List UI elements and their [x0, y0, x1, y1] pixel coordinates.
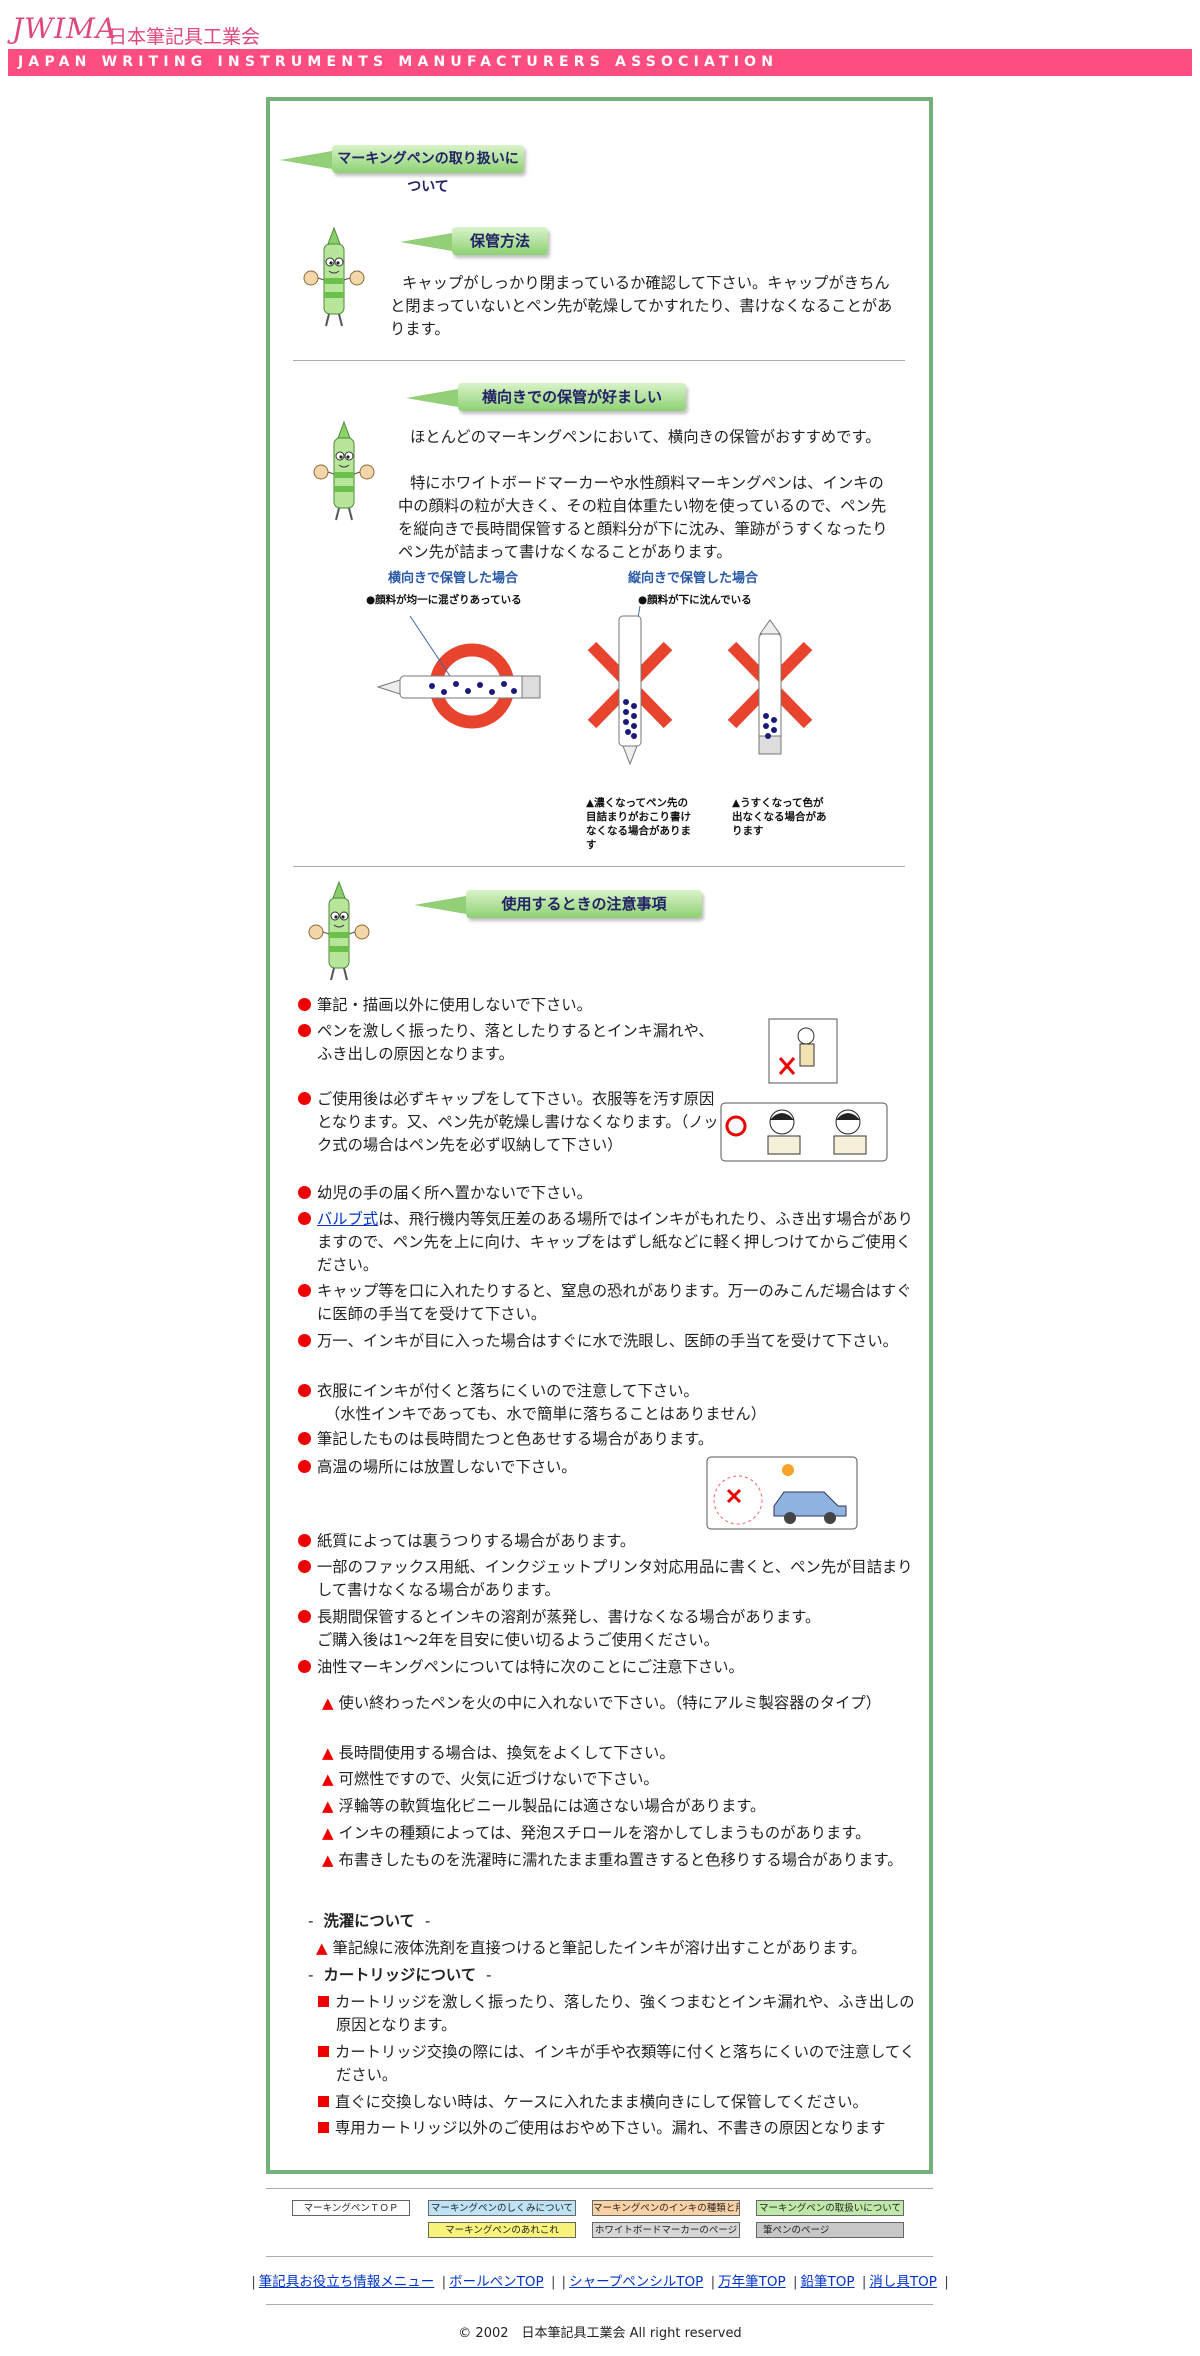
- divider: [266, 2304, 933, 2305]
- vertical-case-label: ●顔料が下に沈んでいる: [638, 594, 752, 606]
- list-item: 衣服にインキが付くと落ちにくいので注意して下さい。（水性インキであっても、水で簡…: [298, 1380, 913, 1426]
- org-name: 日本筆記具工業会: [108, 26, 261, 48]
- list-item: カートリッジを激しく振ったり、落したり、強くつまむとインキ漏れや、ふき出しの原因…: [318, 1991, 916, 2037]
- page-title: マーキングペンの取り扱いについて: [280, 145, 524, 195]
- horizontal-case-label: ●顔料が均一に混ざりあっている: [366, 594, 522, 606]
- storage-diagram: [376, 606, 813, 766]
- section-horizontal-tab: 横向きでの保管が好ましい: [406, 383, 686, 411]
- list-item: 筆記・描画以外に使用しないで下さい。: [298, 994, 898, 1017]
- list-item: 幼児の手の届く所へ置かないで下さい。: [298, 1182, 898, 1205]
- nav-brush-pen[interactable]: 筆ペンのページ: [756, 2222, 904, 2238]
- list-item: ▲布書きしたものを洗濯時に濡れたまま重ね置きすると色移りする場合があります。: [322, 1851, 903, 1869]
- nav-marking-pen-top[interactable]: マーキングペンＴＯＰ: [292, 2200, 410, 2216]
- association-banner: JAPAN WRITING INSTRUMENTS MANUFACTURERS …: [8, 49, 1192, 76]
- nav-whiteboard[interactable]: ホワイトボードマーカーのページ: [592, 2222, 740, 2238]
- link-pencil[interactable]: 鉛筆TOP: [800, 2274, 855, 2290]
- vertical-note-2: ▲うすくなって色が出なくなる場合があります: [732, 797, 827, 837]
- list-item: 長期間保管するとインキの溶剤が蒸発し、書けなくなる場合があります。ご購入後は1〜…: [298, 1606, 913, 1652]
- list-item: ご使用後は必ずキャップをして下さい。衣服等を汚す原因となります。又、ペン先が乾燥…: [298, 1088, 727, 1157]
- storage-text: キャップがしっかり閉まっているか確認して下さい。キャップがきちんと閉まっていない…: [390, 274, 893, 338]
- shaking-pen-illustration: [768, 1018, 838, 1084]
- list-item: 油性マーキングペンについては特に次のことにご注意下さい。: [298, 1656, 898, 1679]
- vertical-case-title: 縦向きで保管した場合: [628, 571, 759, 586]
- link-sharp-pencil[interactable]: シャープペンシルTOP: [569, 2274, 704, 2290]
- vertical-note-1: ▲濃くなってペン先の目詰まりがおこり書けなくなる場合があります: [586, 797, 691, 851]
- logo-text: JWIMA: [12, 12, 117, 45]
- hot-car-illustration: [706, 1456, 858, 1530]
- list-item: ▲浮輪等の軟質塩化ビニール製品には適さない場合があります。: [322, 1797, 766, 1815]
- list-item: 一部のファックス用紙、インクジェットプリンタ対応用品に書くと、ペン先が目詰まりし…: [298, 1556, 913, 1602]
- list-item: 高温の場所には放置しないで下さい。: [298, 1456, 698, 1479]
- horizontal-case-title: 横向きで保管した場合: [388, 571, 519, 586]
- divider: [266, 2188, 933, 2189]
- nav-misc[interactable]: マーキングペンのあれこれ: [428, 2222, 576, 2238]
- list-item: ▲使い終わったペンを火の中に入れないで下さい。（特にアルミ製容器のタイプ）: [322, 1694, 881, 1712]
- list-item: ペンを激しく振ったり、落としたりするとインキ漏れや、ふき出しの原因となります。: [298, 1020, 727, 1066]
- content-frame: [266, 97, 933, 2174]
- nav-ink-types[interactable]: マーキングペンのインキの種類と用途: [592, 2200, 740, 2216]
- capping-illustration: [720, 1102, 888, 1162]
- link-fountain-pen[interactable]: 万年筆TOP: [718, 2274, 786, 2290]
- section-storage-tab: 保管方法: [400, 227, 548, 255]
- list-item: 万一、インキが目に入った場合はすぐに水で洗眼し、医師の手当てを受けて下さい。: [298, 1330, 913, 1353]
- divider: [293, 866, 905, 867]
- link-menu[interactable]: 筆記具お役立ち情報メニュー: [258, 2274, 435, 2290]
- horizontal-text-1: ほとんどのマーキングペンにおいて、横向きの保管がおすすめです。: [410, 428, 881, 446]
- wash-heading: -洗濯について-: [308, 1912, 431, 1930]
- nav-handling[interactable]: マーキングペンの取扱いについて: [756, 2200, 904, 2216]
- pen-mascot-icon: [313, 420, 375, 521]
- section-usage-tab: 使用するときの注意事項: [414, 890, 702, 918]
- divider: [293, 360, 905, 361]
- list-item: ▲筆記線に液体洗剤を直接つけると筆記したインキが溶け出すことがあります。: [316, 1939, 867, 1957]
- copyright: © 2002 日本筆記具工業会 All right reserved: [458, 2326, 742, 2341]
- list-item: ▲可燃性ですので、火気に近づけないで下さい。: [322, 1770, 659, 1788]
- list-item: カートリッジ交換の際には、インキが手や衣類等に付くと落ちにくいので注意してくださ…: [318, 2041, 916, 2087]
- list-item: ▲長時間使用する場合は、換気をよくして下さい。: [322, 1744, 675, 1762]
- list-item: 筆記したものは長時間たつと色あせする場合があります。: [298, 1428, 898, 1451]
- list-item: 専用カートリッジ以外のご使用はおやめ下さい。漏れ、不書きの原因となります: [318, 2117, 916, 2140]
- list-item: バルブ式は、飛行機内等気圧差のある場所ではインキがもれたり、ふき出す場合がありま…: [298, 1208, 913, 1277]
- ok-circle-icon: [725, 1115, 747, 1137]
- list-item: 紙質によっては裏うつりする場合があります。: [298, 1530, 898, 1553]
- footer-links: |筆記具お役立ち情報メニュー |ボールペンTOP ||シャープペンシルTOP |…: [251, 2274, 949, 2290]
- pen-mascot-icon: [303, 226, 365, 327]
- link-ballpen[interactable]: ボールペンTOP: [449, 2274, 544, 2290]
- list-item: キャップ等を口に入れたりすると、窒息の恐れがあります。万一のみこんだ場合はすぐに…: [298, 1280, 913, 1326]
- list-item: 直ぐに交換しない時は、ケースに入れたまま横向きにして保管してください。: [318, 2091, 898, 2114]
- cartridge-heading: -カートリッジについて-: [308, 1966, 492, 1984]
- link-eraser[interactable]: 消し具TOP: [869, 2274, 937, 2290]
- list-item: ▲インキの種類によっては、発泡スチロールを溶かしてしまうものがあります。: [322, 1824, 871, 1842]
- valve-type-link[interactable]: バルブ式: [317, 1210, 379, 1228]
- pen-mascot-icon: [308, 880, 370, 981]
- horizontal-text-2: 特にホワイトボードマーカーや水性顔料マーキングペンは、インキの中の顔料の粒が大き…: [398, 474, 888, 561]
- divider: [266, 2256, 933, 2257]
- nav-mechanism[interactable]: マーキングペンのしくみについて: [428, 2200, 576, 2216]
